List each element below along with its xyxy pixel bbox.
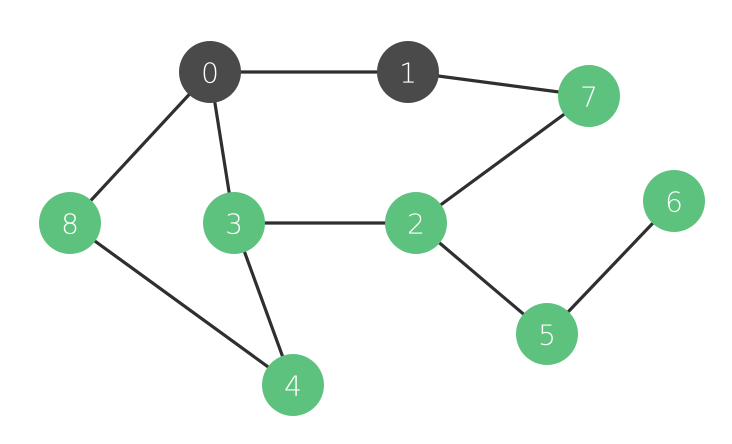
node-8: 8 [39, 192, 101, 254]
node-5: 5 [516, 303, 578, 365]
node-circle-3 [203, 192, 265, 254]
node-6: 6 [643, 170, 705, 232]
edge-8-4 [68, 221, 295, 387]
node-label-7: 7 [580, 81, 598, 114]
node-circle-6 [643, 170, 705, 232]
node-4: 4 [262, 354, 324, 416]
node-2: 2 [385, 192, 447, 254]
node-circle-4 [262, 354, 324, 416]
node-label-3: 3 [225, 208, 243, 241]
node-label-0: 0 [201, 57, 219, 90]
node-circle-1 [377, 41, 439, 103]
node-circle-0 [179, 41, 241, 103]
node-circle-7 [558, 65, 620, 127]
node-circle-8 [39, 192, 101, 254]
node-label-8: 8 [61, 208, 79, 241]
node-3: 3 [203, 192, 265, 254]
node-label-5: 5 [538, 319, 556, 352]
edge-0-8 [68, 70, 212, 225]
node-circle-5 [516, 303, 578, 365]
node-label-6: 6 [665, 186, 683, 219]
node-label-2: 2 [407, 208, 425, 241]
node-circle-2 [385, 192, 447, 254]
node-label-4: 4 [284, 370, 302, 403]
node-1: 1 [377, 41, 439, 103]
edge-2-7 [414, 94, 591, 225]
nodes-layer: 0 1 7 8 3 2 6 5 4 [39, 41, 705, 416]
node-0: 0 [179, 41, 241, 103]
node-label-1: 1 [399, 57, 417, 90]
node-7: 7 [558, 65, 620, 127]
